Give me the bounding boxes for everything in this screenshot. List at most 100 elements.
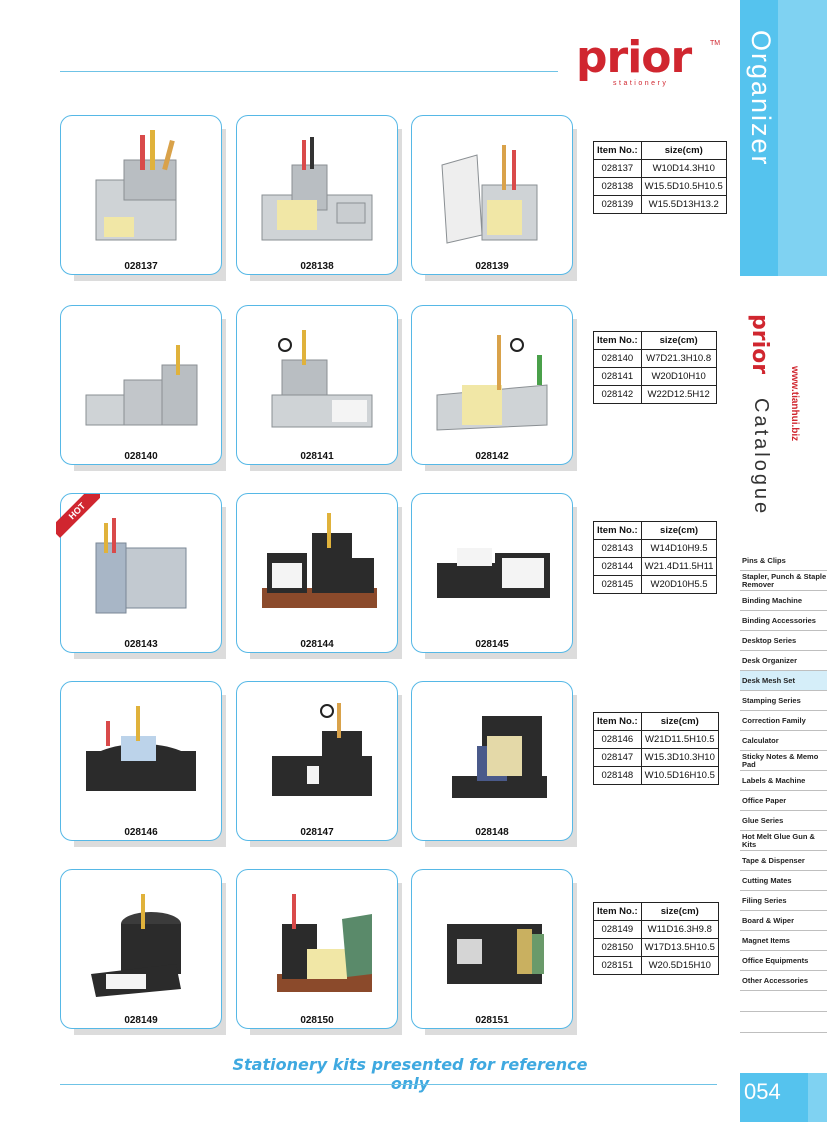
- menu-item[interactable]: Desktop Series: [740, 631, 827, 651]
- product-code: 028145: [475, 639, 509, 650]
- menu-item[interactable]: Binding Accessories: [740, 611, 827, 631]
- menu-item[interactable]: Binding Machine: [740, 591, 827, 611]
- brand-sub: stationery: [613, 80, 669, 87]
- mesh-organizer-image: [85, 345, 198, 426]
- product-card[interactable]: 028143: [60, 493, 226, 659]
- product-card[interactable]: 028146: [60, 681, 226, 847]
- product-card[interactable]: 028138: [236, 115, 402, 281]
- menu-item[interactable]: Pins & Clips: [740, 551, 827, 571]
- product-card[interactable]: 028149: [60, 869, 226, 1035]
- product-code: 028146: [124, 827, 158, 838]
- menu-item[interactable]: Stamping Series: [740, 691, 827, 711]
- menu-item[interactable]: Board & Wiper: [740, 911, 827, 931]
- product-code: 028150: [300, 1015, 334, 1026]
- mesh-organizer-image: [262, 513, 377, 608]
- product-card[interactable]: 028150: [236, 869, 402, 1035]
- product-card[interactable]: 028145: [411, 493, 577, 659]
- menu-item[interactable]: Stapler, Punch & Staple Remover: [740, 571, 827, 591]
- footer-note: Stationery kits presented for reference …: [232, 1055, 588, 1093]
- product-card[interactable]: 028151: [411, 869, 577, 1035]
- product-card[interactable]: 028144: [236, 493, 402, 659]
- mesh-organizer-image: [272, 703, 372, 796]
- category-title: Organizer: [746, 30, 776, 167]
- mesh-organizer-image: [95, 518, 187, 614]
- menu-item-active[interactable]: Desk Mesh Set: [740, 671, 827, 691]
- product-code: 028147: [300, 827, 334, 838]
- menu-item[interactable]: Labels & Machine: [740, 771, 827, 791]
- product-card[interactable]: 028140: [60, 305, 226, 471]
- col-item: Item No.:: [593, 331, 642, 350]
- mesh-organizer-image: [261, 137, 373, 241]
- brand-logo: prior TM stationery: [576, 36, 726, 92]
- product-code: 028137: [124, 261, 158, 272]
- mesh-organizer-image: [452, 716, 547, 798]
- mesh-organizer-image: [436, 335, 548, 431]
- col-size: size(cm): [640, 712, 719, 731]
- page-number: 054: [744, 1079, 781, 1104]
- product-code: 028138: [300, 261, 334, 272]
- mesh-organizer-image: [271, 330, 373, 428]
- col-size: size(cm): [640, 331, 717, 350]
- band-strip: [778, 0, 827, 276]
- brand-tm: TM: [710, 40, 721, 47]
- product-card[interactable]: 028139: [411, 115, 577, 281]
- menu-item[interactable]: Desk Organizer: [740, 651, 827, 671]
- col-item: Item No.:: [593, 902, 642, 921]
- col-item: Item No.:: [593, 141, 642, 160]
- mesh-organizer-image: [277, 894, 372, 992]
- menu-item[interactable]: Cutting Mates: [740, 871, 827, 891]
- menu-item[interactable]: Glue Series: [740, 811, 827, 831]
- page-strip: [808, 1073, 827, 1122]
- mesh-organizer-image: [437, 548, 550, 598]
- mesh-organizer-image: [86, 706, 196, 791]
- menu-item[interactable]: Filing Series: [740, 891, 827, 911]
- product-code: 028148: [475, 827, 509, 838]
- menu-item[interactable]: Office Paper: [740, 791, 827, 811]
- product-card[interactable]: 028142: [411, 305, 577, 471]
- product-card[interactable]: 028148: [411, 681, 577, 847]
- menu-item[interactable]: Other Accessories: [740, 971, 827, 991]
- menu-item[interactable]: Calculator: [740, 731, 827, 751]
- menu-item[interactable]: Correction Family: [740, 711, 827, 731]
- menu-item[interactable]: Office Equipments: [740, 951, 827, 971]
- menu-item[interactable]: Magnet Items: [740, 931, 827, 951]
- product-code: 028142: [475, 451, 509, 462]
- menu-item[interactable]: Tape & Dispenser: [740, 851, 827, 871]
- menu-spacer: [740, 991, 827, 1012]
- menu-spacer: [740, 1012, 827, 1033]
- product-card[interactable]: 028147: [236, 681, 402, 847]
- product-card[interactable]: 028137: [60, 115, 226, 281]
- footer-divider: [60, 1084, 717, 1085]
- hot-badge: HOT: [56, 494, 100, 538]
- col-size: size(cm): [640, 521, 718, 540]
- product-code: 028139: [475, 261, 509, 272]
- category-menu: Pins & Clips Stapler, Punch & Staple Rem…: [740, 551, 827, 1033]
- website-link[interactable]: www.tianhui.biz: [789, 366, 800, 442]
- mesh-organizer-image: [441, 145, 538, 244]
- side-brand-logo: prior: [747, 314, 772, 375]
- menu-item[interactable]: Sticky Notes & Memo Pad: [740, 751, 827, 771]
- menu-item[interactable]: Hot Melt Glue Gun & Kits: [740, 831, 827, 851]
- product-code: 028151: [475, 1015, 509, 1026]
- product-card[interactable]: 028141: [236, 305, 402, 471]
- product-code: 028140: [124, 451, 158, 462]
- col-item: Item No.:: [593, 521, 642, 540]
